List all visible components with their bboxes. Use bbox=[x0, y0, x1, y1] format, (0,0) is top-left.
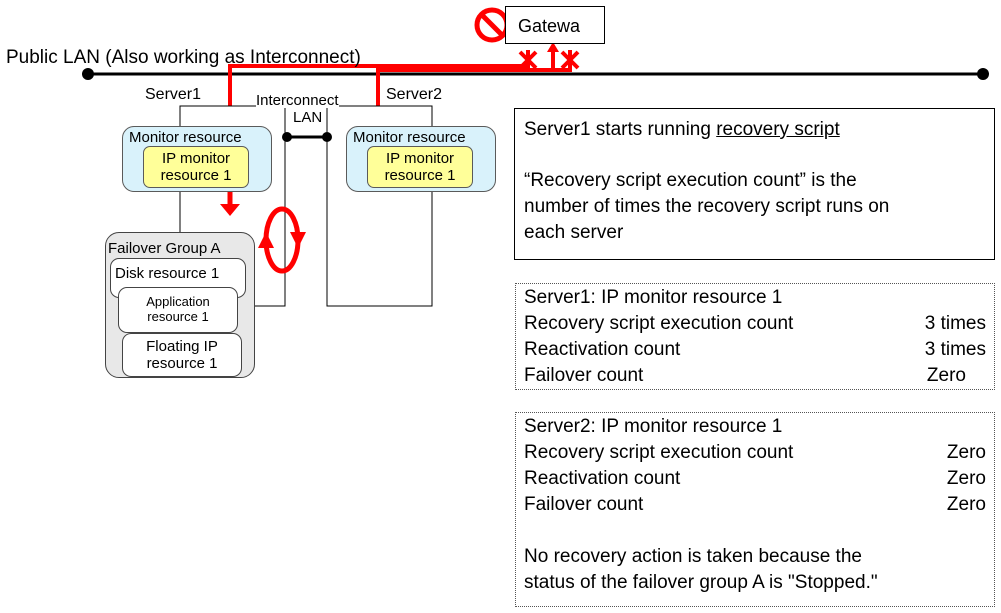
server1-label: Server1 bbox=[145, 86, 202, 103]
failover-group-title: Failover Group A bbox=[108, 240, 221, 257]
public-lan-end-left bbox=[82, 68, 94, 80]
server2-outline bbox=[326, 105, 433, 307]
ip-monitor-line2: resource 1 bbox=[384, 167, 456, 184]
application-line1: Application bbox=[146, 294, 210, 310]
floating-ip-line1: Floating IP bbox=[146, 337, 218, 355]
failure-x-icon bbox=[518, 50, 538, 70]
gateway-box: Gatewa bbox=[505, 6, 605, 44]
server1-stats-header: Server1: IP monitor resource 1 bbox=[524, 287, 783, 308]
stats-row-label: Failover count bbox=[524, 365, 644, 386]
floating-ip-resource: Floating IP resource 1 bbox=[122, 333, 242, 377]
server1-monitor-resource: Monitor resource IP monitor resource 1 bbox=[122, 126, 272, 192]
stats-row-value: 3 times bbox=[924, 313, 986, 334]
failover-group-a: Failover Group A Disk resource 1 Applica… bbox=[105, 232, 255, 378]
disk-resource-label: Disk resource 1 bbox=[115, 265, 220, 282]
callout-line1: Server1 starts running recovery script bbox=[524, 120, 840, 139]
stats-row-label: Failover count bbox=[524, 494, 644, 515]
interconnect-label-line1: Interconnect bbox=[256, 92, 339, 109]
stats-row-label: Recovery script execution count bbox=[524, 442, 794, 463]
monitor-title: Monitor resource bbox=[353, 129, 466, 146]
server1-ip-monitor: IP monitor resource 1 bbox=[143, 146, 249, 188]
prohibited-icon bbox=[474, 7, 510, 43]
interconnect-label-line2: LAN bbox=[293, 109, 323, 126]
stats-row-label: Reactivation count bbox=[524, 468, 681, 489]
ip-monitor-line1: IP monitor bbox=[385, 149, 455, 167]
down-arrow-icon bbox=[220, 204, 240, 216]
stats-row: Reactivation count Zero bbox=[524, 468, 986, 490]
ip-monitor-line2: resource 1 bbox=[160, 167, 232, 184]
callout-para2-line2: number of times the recovery script runs… bbox=[524, 196, 890, 217]
stats-row-value: Zero bbox=[926, 365, 966, 386]
stats-row-label: Reactivation count bbox=[524, 339, 681, 360]
ip-monitor-line1: IP monitor bbox=[161, 149, 231, 167]
server2-note-line1: No recovery action is taken because the bbox=[524, 546, 862, 567]
stats-row-value: 3 times bbox=[924, 339, 986, 360]
server2-note-line2: status of the failover group A is "Stopp… bbox=[524, 572, 878, 593]
floating-ip-line2: resource 1 bbox=[146, 355, 218, 372]
callout-para2-line1: “Recovery script execution count” is the bbox=[524, 170, 857, 191]
stats-row-value: Zero bbox=[946, 468, 986, 489]
server2-monitor-resource: Monitor resource IP monitor resource 1 bbox=[346, 126, 496, 192]
callout-line1-prefix: Server1 starts running bbox=[524, 119, 717, 140]
public-lan-end-right bbox=[977, 68, 989, 80]
stats-row-value: Zero bbox=[946, 494, 986, 515]
server2-stats-panel: Server2: IP monitor resource 1 Recovery … bbox=[515, 412, 995, 607]
stats-row: Failover count Zero bbox=[524, 494, 986, 516]
stats-row-value: Zero bbox=[946, 442, 986, 463]
stats-row: Reactivation count 3 times bbox=[524, 339, 986, 361]
callout-para2-line3: each server bbox=[524, 222, 624, 243]
monitor-title: Monitor resource bbox=[129, 129, 242, 146]
reactivation-loop-icon bbox=[258, 206, 306, 274]
server2-ip-monitor: IP monitor resource 1 bbox=[367, 146, 473, 188]
application-resource: Application resource 1 bbox=[118, 287, 238, 333]
failure-x-icon bbox=[560, 50, 580, 70]
server1-stats-panel: Server1: IP monitor resource 1 Recovery … bbox=[515, 283, 995, 390]
gateway-label: Gatewa bbox=[518, 16, 581, 36]
server2-stats-header: Server2: IP monitor resource 1 bbox=[524, 416, 783, 437]
recovery-script-link: recovery script bbox=[716, 119, 840, 140]
stats-row-label: Recovery script execution count bbox=[524, 313, 794, 334]
stats-row: Recovery script execution count Zero bbox=[524, 442, 986, 464]
application-line2: resource 1 bbox=[147, 309, 209, 324]
stats-row: Failover count Zero bbox=[524, 365, 986, 387]
public-lan-label: Public LAN (Also working as Interconnect… bbox=[6, 47, 361, 68]
server2-label: Server2 bbox=[386, 86, 443, 103]
stats-row: Recovery script execution count 3 times bbox=[524, 313, 986, 335]
recovery-callout: Server1 starts running recovery script “… bbox=[514, 108, 995, 260]
uplink-arrow-icon bbox=[547, 42, 559, 52]
